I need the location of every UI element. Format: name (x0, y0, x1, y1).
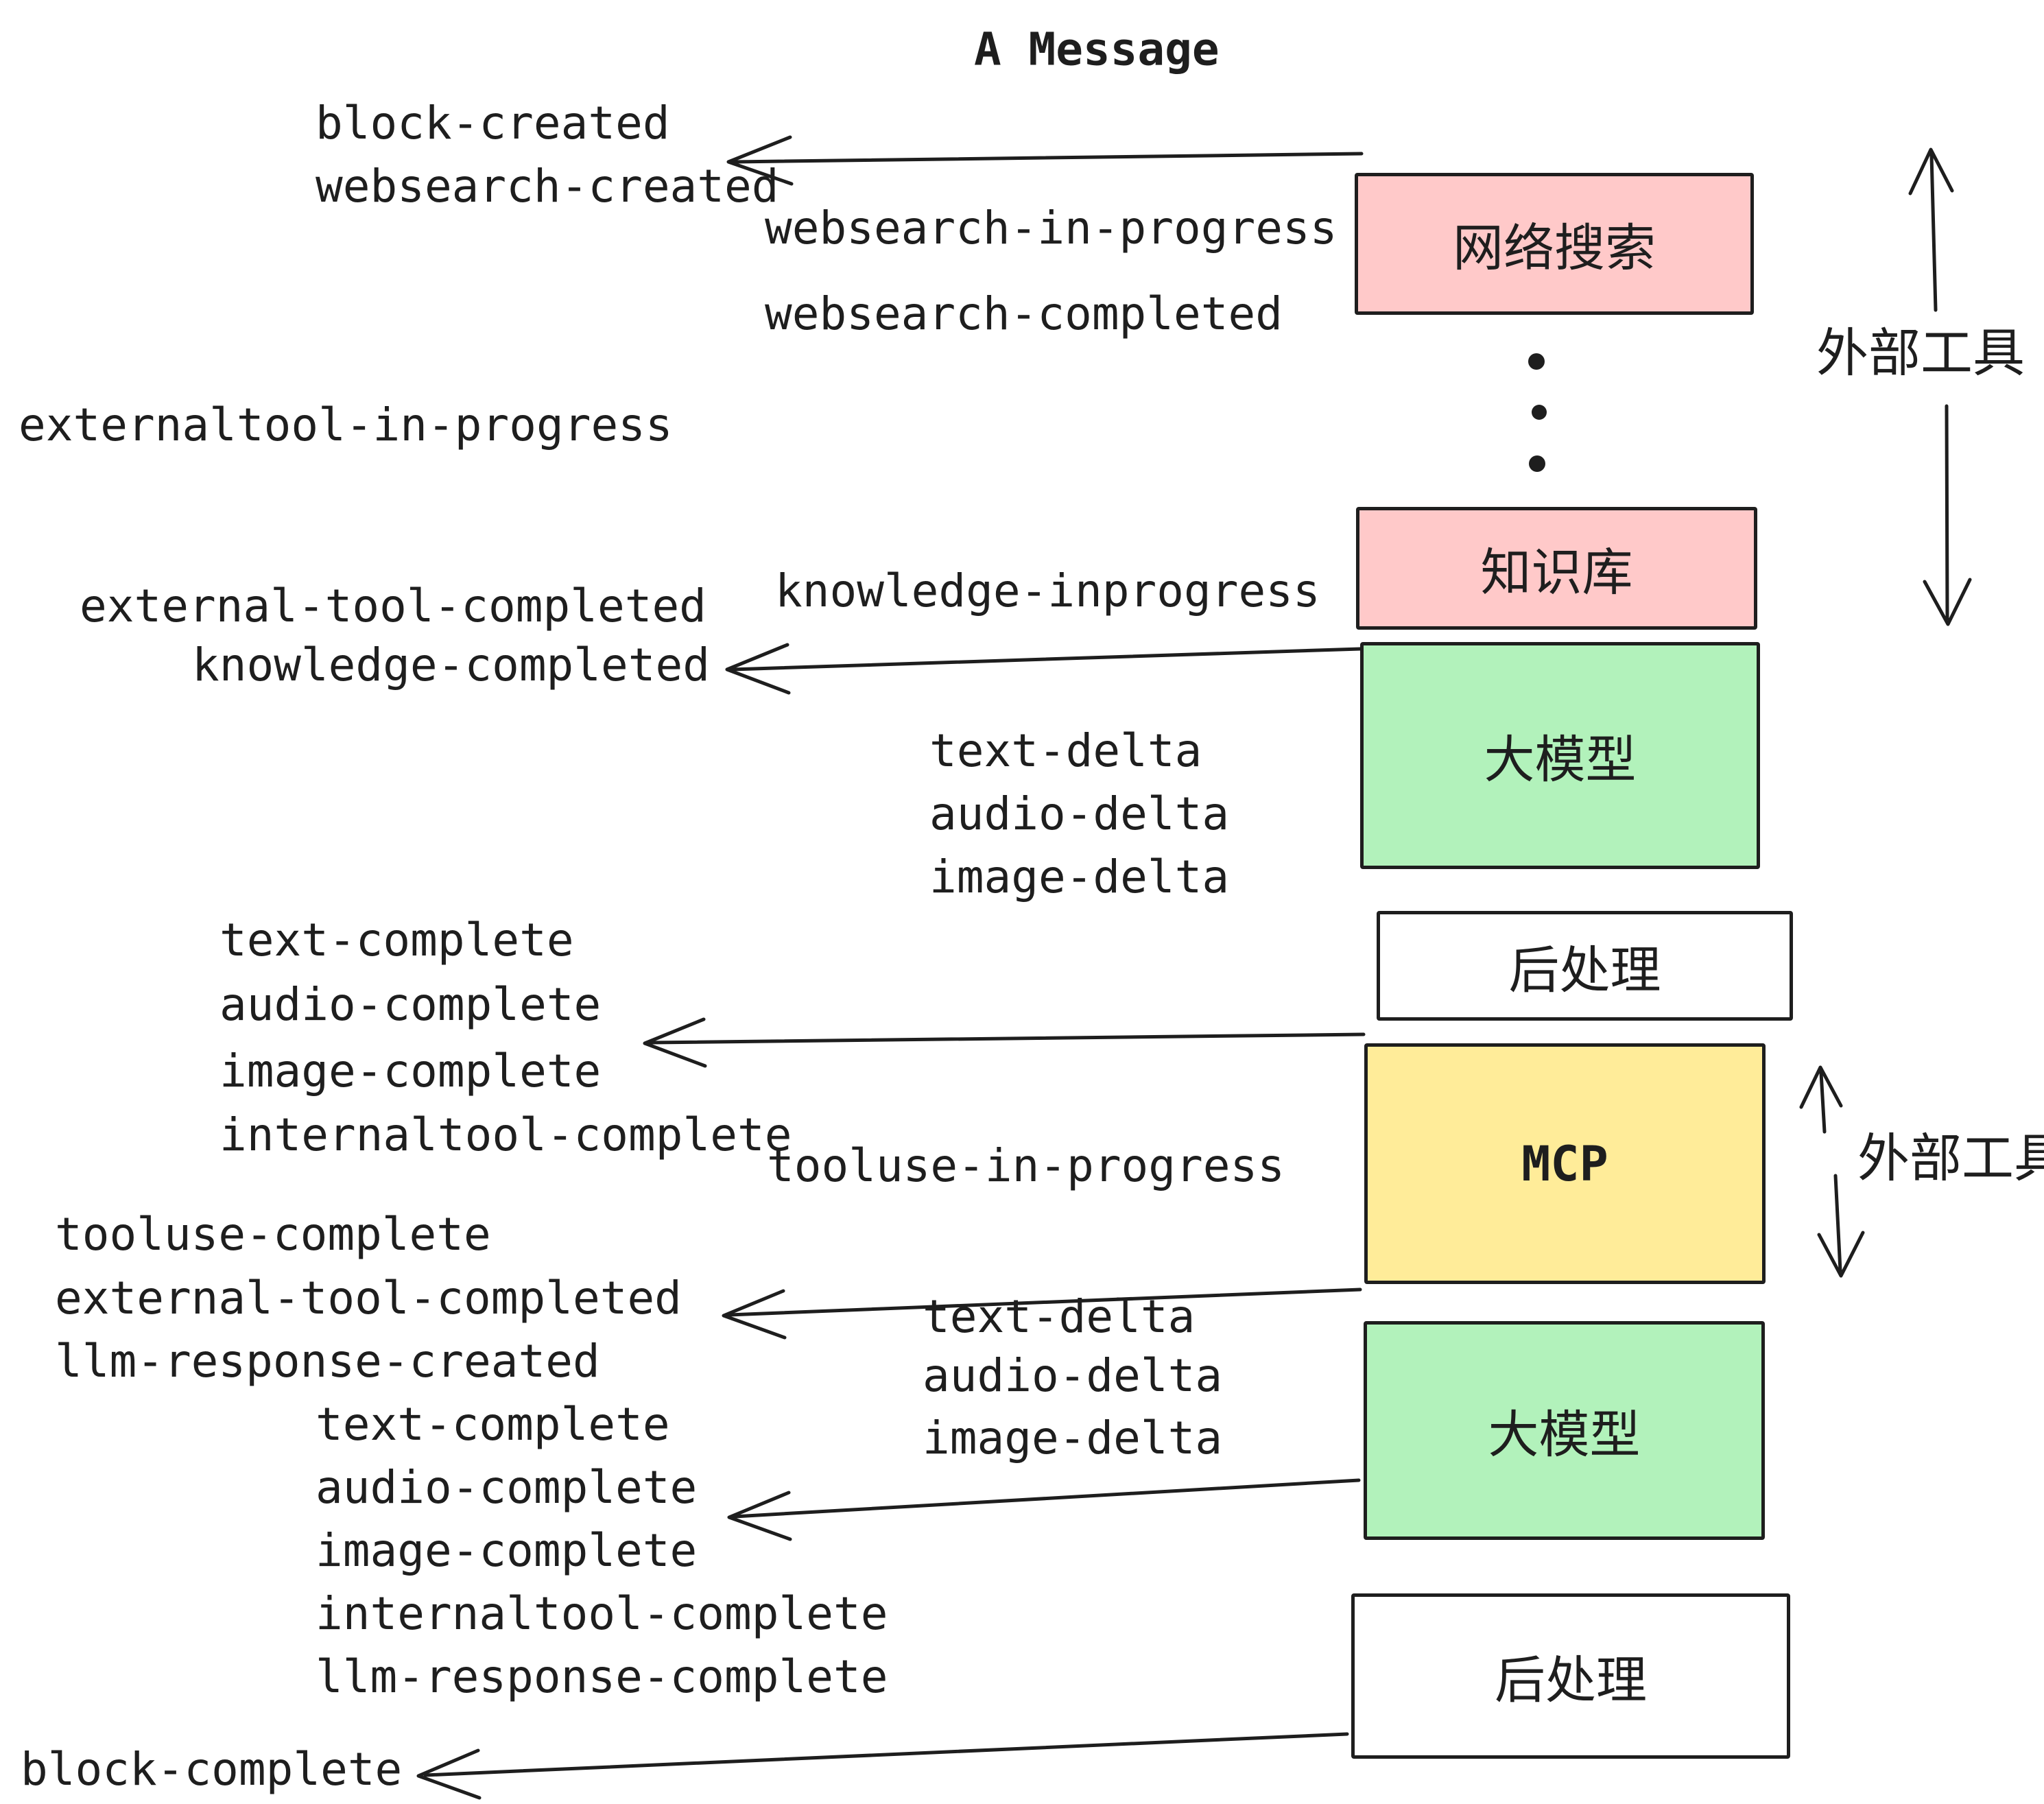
external-tools-down-arrow-1 (1923, 404, 1972, 626)
arrow-to-websearch-created (726, 135, 1364, 186)
event-image-delta-1: image-delta (929, 851, 1230, 903)
box-mcp: MCP (1364, 1043, 1766, 1284)
diagram-title: A Message (974, 23, 1220, 76)
box-post-process-1: 后处理 (1377, 911, 1793, 1021)
arrow-to-audio-complete (727, 1478, 1361, 1541)
arrow-to-external-tool-completed (722, 1287, 1362, 1340)
external-tools-note-2: 外部工具 (1857, 1128, 2044, 1189)
arrow-to-block-complete (416, 1732, 1349, 1800)
arrow-to-image-complete (643, 1017, 1366, 1068)
box-llm-1: 大模型 (1360, 642, 1760, 869)
event-external-tool-completed-2: external-tool-completed (55, 1272, 682, 1325)
event-block-created: block-created (316, 97, 670, 150)
event-tooluse-in-progress: tooluse-in-progress (767, 1139, 1285, 1192)
box-post-process-2: 后处理 (1351, 1593, 1790, 1759)
external-tools-note-1: 外部工具 (1816, 322, 2025, 383)
box-llm-2: 大模型 (1364, 1321, 1765, 1540)
event-websearch-created: websearch-created (316, 160, 779, 213)
external-tools-up-arrow-2 (1799, 1065, 1843, 1134)
event-internaltool-complete-1: internaltool-complete (219, 1108, 792, 1161)
event-block-complete: block-complete (21, 1743, 403, 1796)
ellipsis-dots (1528, 353, 1547, 472)
event-tooluse-complete: tooluse-complete (55, 1208, 491, 1261)
external-tools-up-arrow-1 (1908, 147, 1954, 312)
box-web-search: 网络搜索 (1355, 173, 1754, 315)
event-audio-complete-1: audio-complete (219, 978, 602, 1031)
event-audio-complete-2: audio-complete (316, 1461, 698, 1514)
event-externaltool-in-progress: externaltool-in-progress (19, 399, 673, 451)
event-external-tool-completed-1: external-tool-completed (80, 580, 706, 632)
event-image-complete-2: image-complete (316, 1524, 698, 1577)
event-image-complete-1: image-complete (219, 1045, 602, 1097)
arrow-to-knowledge-completed (725, 643, 1362, 695)
event-image-delta-2: image-delta (923, 1412, 1223, 1464)
event-websearch-in-progress: websearch-in-progress (765, 202, 1338, 254)
event-text-complete-2: text-complete (316, 1398, 670, 1451)
event-internaltool-complete-2: internaltool-complete (316, 1587, 888, 1640)
event-text-complete-1: text-complete (219, 914, 574, 966)
event-text-delta-1: text-delta (929, 724, 1202, 777)
event-llm-response-created: llm-response-created (55, 1335, 600, 1388)
event-audio-delta-1: audio-delta (929, 787, 1230, 840)
event-websearch-completed: websearch-completed (765, 287, 1283, 340)
external-tools-down-arrow-2 (1817, 1174, 1865, 1278)
event-knowledge-completed: knowledge-completed (192, 639, 710, 691)
event-knowledge-inprogress: knowledge-inprogress (775, 565, 1320, 617)
box-knowledge-base: 知识库 (1356, 507, 1757, 630)
event-llm-response-complete: llm-response-complete (316, 1650, 888, 1703)
event-audio-delta-2: audio-delta (923, 1349, 1223, 1402)
event-text-delta-2: text-delta (923, 1290, 1196, 1343)
